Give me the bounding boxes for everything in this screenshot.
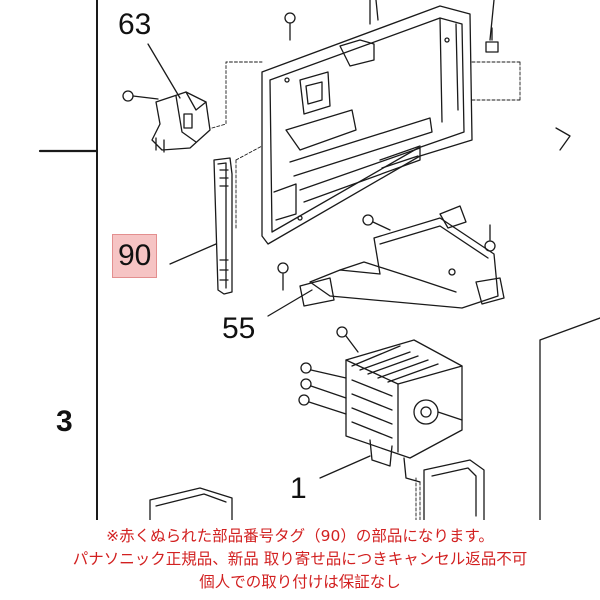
guide-right: [471, 61, 521, 101]
part-label-55: 55: [222, 312, 256, 345]
screw-panel-bottom: [277, 262, 289, 291]
notice-line-2: パナソニック正規品、新品 取り寄せ品につきキャンセル返品不可: [72, 550, 528, 568]
part-55-bracket: [299, 205, 505, 309]
part-lower-left: [149, 487, 233, 520]
notice-line-1: ※赤くぬられた部品番号タグ（90）の部品になります。: [106, 527, 494, 545]
screw-bracket-2: [484, 224, 496, 252]
part-label-63: 63: [118, 8, 152, 41]
guide-63: [211, 61, 263, 129]
top-strokes: [369, 0, 495, 41]
part-90-strip: [213, 157, 233, 295]
part-lower-right: [415, 459, 485, 520]
screw-magnetron-1: [300, 362, 347, 379]
right-edge-shape-1: [555, 127, 571, 151]
exploded-parts-diagram: [38, 0, 600, 520]
screw-right-top: [485, 27, 499, 53]
guide-left-panel: [235, 145, 263, 231]
screw-magnetron-3: [298, 394, 347, 415]
screw-left: [122, 90, 159, 102]
part-label-90-highlighted: 90: [112, 234, 158, 278]
part-63-bracket: [151, 91, 211, 153]
part-1-magnetron: [345, 339, 463, 483]
leader-1: [319, 455, 371, 479]
screw-magnetron-4: [336, 326, 359, 353]
right-edge-shape-2: [539, 317, 600, 520]
screw-top: [284, 12, 296, 41]
notice-line-3: 個人での取り付けは保証なし: [199, 573, 401, 591]
leader-63: [147, 43, 181, 99]
leader-90: [169, 243, 217, 265]
leader-55: [267, 289, 313, 317]
screw-magnetron-2: [300, 378, 347, 399]
part-label-1: 1: [290, 472, 307, 505]
section-label-3: 3: [56, 405, 73, 438]
part-main-panel: [261, 5, 473, 245]
notice-text: ※赤くぬられた部品番号タグ（90）の部品になります。 パナソニック正規品、新品 …: [0, 525, 600, 594]
screw-bracket-1: [362, 214, 391, 231]
